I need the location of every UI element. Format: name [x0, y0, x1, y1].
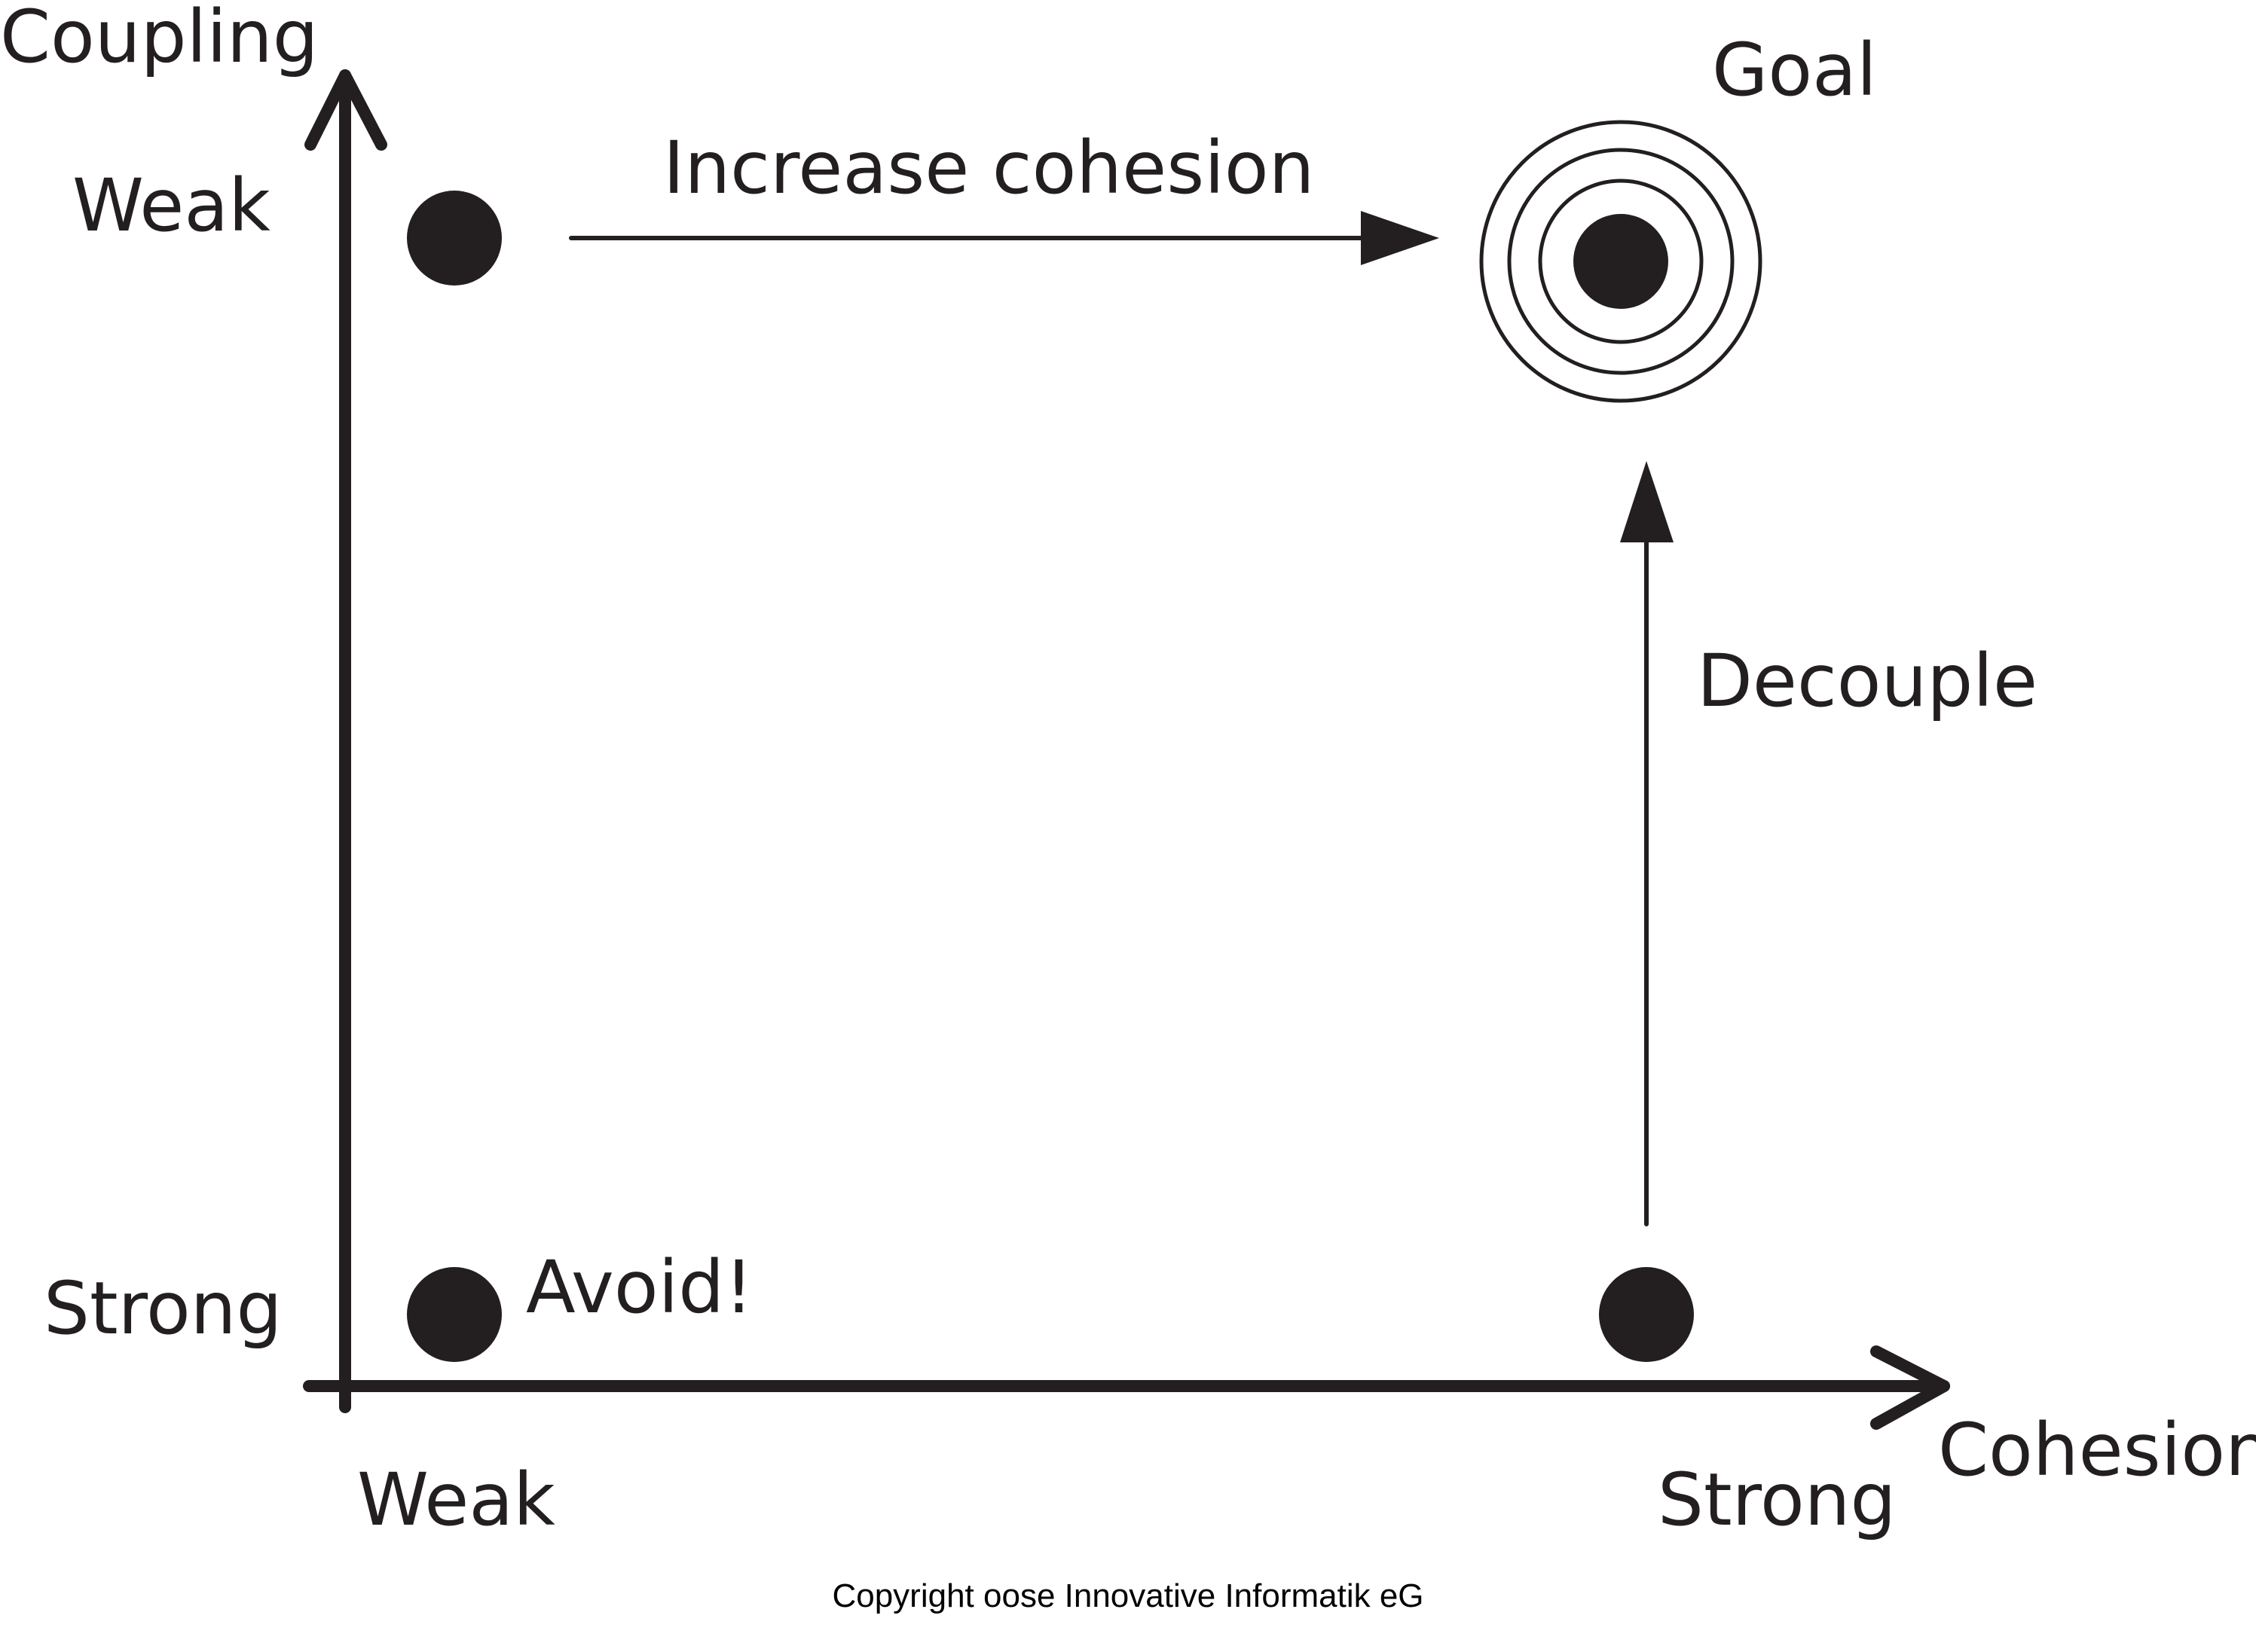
goal-target-icon: [1479, 120, 1762, 403]
x-label-strong: Strong: [1658, 1458, 1896, 1542]
decouple-arrow: [1620, 461, 1674, 1226]
point-weak-cohesion-weak-coupling: [407, 191, 502, 286]
y-label-weak: Weak: [72, 163, 271, 248]
increase-cohesion-arrow: [569, 211, 1439, 265]
x-axis: [303, 1345, 1950, 1430]
goal-label: Goal: [1712, 28, 1877, 112]
increase-cohesion-label: Increase cohesion: [663, 126, 1314, 210]
y-axis-title: Coupling: [0, 0, 319, 79]
point-weak-cohesion-strong-coupling: [407, 1267, 502, 1362]
x-label-weak: Weak: [357, 1458, 555, 1542]
y-label-strong: Strong: [44, 1266, 282, 1351]
decouple-label: Decouple: [1697, 639, 2037, 723]
x-axis-title: Cohesion: [1938, 1408, 2256, 1492]
avoid-label: Avoid!: [526, 1245, 754, 1330]
copyright-notice: Copyright oose Innovative Informatik eG: [832, 1577, 1423, 1614]
point-strong-cohesion-strong-coupling: [1599, 1267, 1694, 1362]
y-axis: [304, 69, 387, 1413]
